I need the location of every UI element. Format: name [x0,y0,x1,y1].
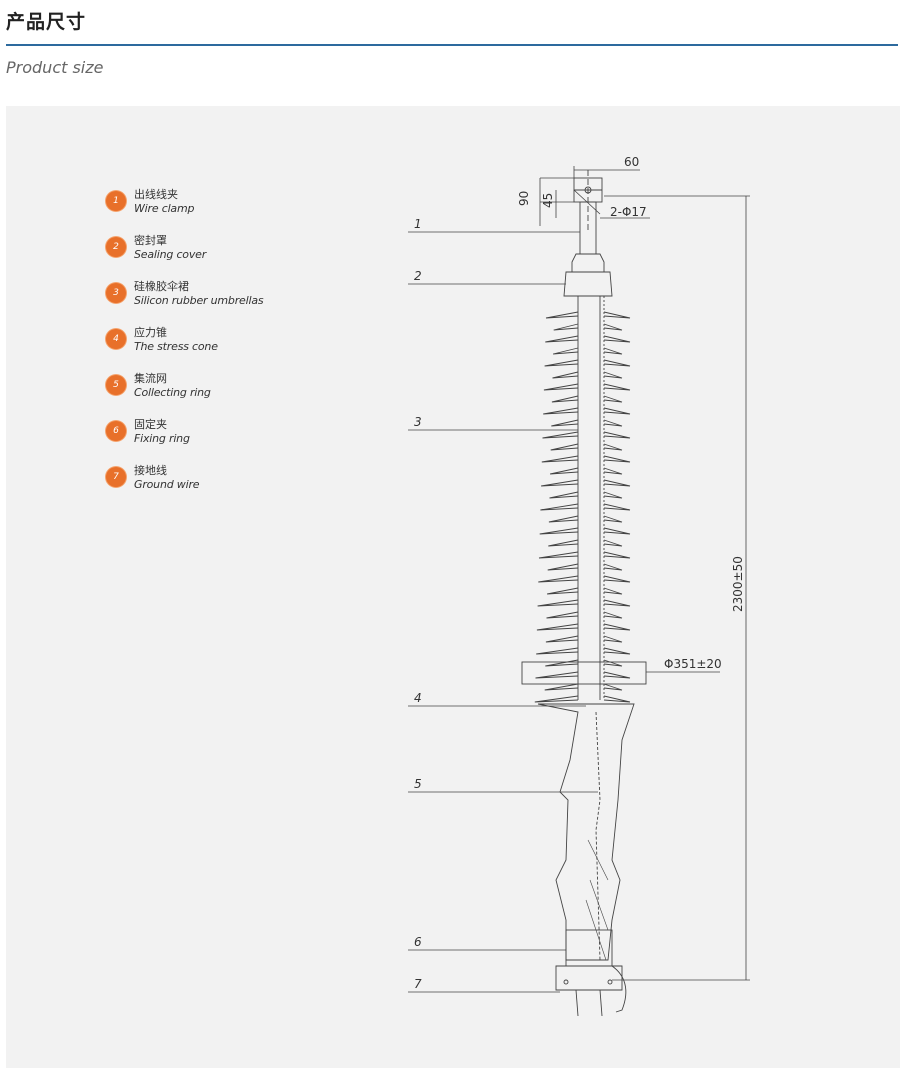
callout-4: 4 [414,691,422,705]
dim-left-90: 90 [517,191,531,206]
legend-badge: 1 [106,191,126,211]
callout-3: 3 [414,415,422,429]
shed [550,467,623,475]
shed [540,503,631,511]
title-divider [6,44,898,46]
silicone-sheds [534,311,631,703]
callout-7: 7 [414,977,422,991]
stress-cone-body [537,703,635,961]
legend-label-en: Sealing cover [134,248,207,261]
fixing-ring [565,929,613,967]
dim-left-45: 45 [541,193,555,208]
shed [544,683,623,691]
sealing-cover-top [571,253,605,273]
dim-diameter: Φ351±20 [664,657,722,671]
mounting-flange [521,661,647,685]
shed [541,479,631,487]
shed [548,515,623,523]
callout-2: 2 [414,269,422,283]
legend-item-stress-cone: 4 应力锥 The stress cone [106,324,306,364]
legend-label-en: Fixing ring [134,432,190,445]
shed [536,647,631,655]
legend-label-cn: 接地线 [134,464,167,477]
ground-wire [611,965,627,1013]
callout-5: 5 [414,777,422,791]
shed [539,527,631,535]
legend-badge: 4 [106,329,126,349]
legend-label-cn: 应力锥 [134,326,167,339]
shed [541,455,631,463]
legend-badge: 5 [106,375,126,395]
callout-1: 1 [414,217,422,231]
shed [538,575,631,583]
drawing-panel [6,106,900,1068]
legend-label-en: Collecting ring [134,386,211,399]
page-title: 产品尺寸 [6,11,87,33]
page-subtitle: Product size [6,58,104,77]
legend-item-sealing-cover: 2 密封罩 Sealing cover [106,232,306,272]
shed [549,491,623,499]
shed [552,371,623,379]
dim-holes: 2-Φ17 [610,205,647,219]
callout-6: 6 [414,935,422,949]
shed [544,359,631,367]
shed [547,563,623,571]
legend-badge: 7 [106,467,126,487]
legend-label-cn: 出线线夹 [134,188,178,201]
dim-top-width: 60 [624,155,639,169]
shed [536,623,631,631]
shed [535,671,631,679]
legend-item-wire-clamp: 1 出线线夹 Wire clamp [106,186,306,226]
legend-label-en: Silicon rubber umbrellas [134,294,264,307]
shed [543,407,631,415]
shed [551,395,623,403]
legend-badge: 6 [106,421,126,441]
shed [551,419,623,427]
shed [548,539,623,547]
legend-label-cn: 密封罩 [134,234,167,247]
shed [550,443,623,451]
legend-label-en: Ground wire [134,478,200,491]
legend-label-cn: 集流网 [134,372,167,385]
legend-badge: 3 [106,283,126,303]
shed [545,335,631,343]
legend-label-cn: 硅橡胶伞裙 [134,280,189,293]
legend-label-en: The stress cone [134,340,218,353]
shed [545,311,631,319]
shed [553,323,623,331]
sealing-cover [563,271,613,297]
shed [552,347,623,355]
fixing-clamp [555,965,623,991]
shed [534,695,631,703]
shed [542,431,631,439]
shed [546,611,623,619]
legend-item-ground-wire: 7 接地线 Ground wire [106,462,306,502]
legend-label-cn: 固定夹 [134,418,167,431]
shed [547,587,623,595]
dim-height: 2300±50 [731,556,745,612]
legend-item-collecting-ring: 5 集流网 Collecting ring [106,370,306,410]
legend-item-silicon-umbrellas: 3 硅橡胶伞裙 Silicon rubber umbrellas [106,278,306,318]
legend-badge: 2 [106,237,126,257]
shed [545,659,623,667]
legend-label-en: Wire clamp [134,202,195,215]
shed [543,383,631,391]
shed [545,635,623,643]
shed [538,551,631,559]
legend-item-fixing-ring: 6 固定夹 Fixing ring [106,416,306,456]
shed [537,599,631,607]
